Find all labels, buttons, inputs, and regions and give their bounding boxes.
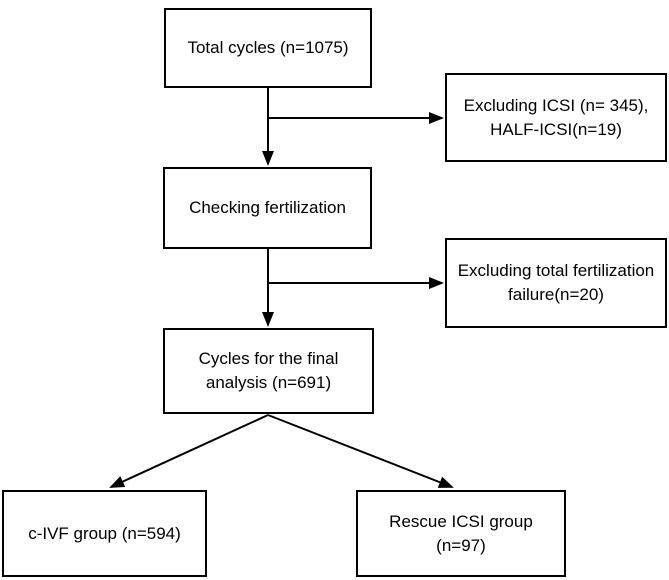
node-excluding-icsi: Excluding ICSI (n= 345), HALF-ICSI(n=19) <box>445 73 667 162</box>
arrow-final-to-civf <box>109 414 269 488</box>
node-civf-group: c-IVF group (n=594) <box>2 490 207 577</box>
node-final-analysis: Cycles for the final analysis (n=691) <box>163 328 374 414</box>
node-rescue-icsi-group: Rescue ICSI group (n=97) <box>356 490 566 577</box>
node-total-cycles: Total cycles (n=1075) <box>164 8 372 88</box>
node-excluding-total-fertilization-failure-label: Excluding total fertilization failure(n=… <box>457 261 655 304</box>
node-excluding-icsi-label: Excluding ICSI (n= 345), HALF-ICSI(n=19) <box>463 95 649 139</box>
node-total-cycles-label: Total cycles (n=1075) <box>187 38 349 57</box>
node-final-analysis-label: Cycles for the final analysis (n=691) <box>198 349 339 392</box>
node-excluding-total-fertilization-failure: Excluding total fertilization failure(n=… <box>445 238 667 328</box>
arrow-final-to-rescue <box>267 414 454 488</box>
node-civf-group-label: c-IVF group (n=594) <box>28 523 181 543</box>
node-rescue-icsi-group-label: Rescue ICSI group (n=97) <box>389 511 533 555</box>
node-checking-fertilization: Checking fertilization <box>163 167 372 249</box>
node-checking-fertilization-label: Checking fertilization <box>189 198 346 217</box>
